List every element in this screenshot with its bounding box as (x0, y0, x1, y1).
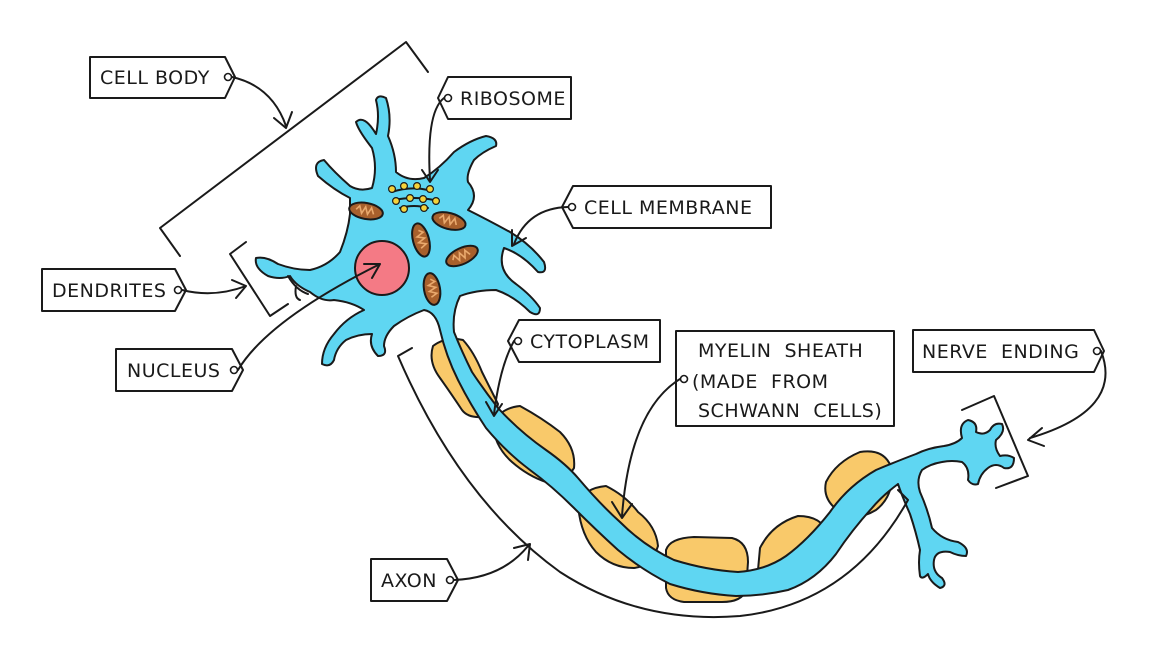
cell-membrane-arrow (511, 206, 569, 247)
label-ribosome: RIBOSOME (437, 76, 572, 120)
ribosome-dot (392, 197, 401, 206)
ribosome-dot (419, 195, 428, 204)
myelin-text-line3: SCHWANN CELLS) (698, 400, 882, 422)
axon-bracket (397, 347, 909, 619)
nucleus-arrow (237, 263, 381, 371)
nerve-ending-arrow (1027, 350, 1107, 447)
cell-body-arrow (231, 76, 293, 129)
ribosome-dot (420, 204, 429, 213)
nerve-ending-bracket (961, 395, 1029, 489)
ribosome-dot (406, 194, 415, 203)
ribosome-text: RIBOSOME (460, 88, 566, 110)
cytoplasm-arrow (485, 340, 515, 417)
axon-text: AXON (381, 570, 437, 592)
myelin-text-line1: MYELIN SHEATH (698, 340, 863, 362)
cell-body-text: CELL BODY (100, 67, 210, 89)
mitochondrion (411, 222, 431, 258)
ribosomes (388, 182, 441, 214)
label-nerve-ending: NERVE ENDING (912, 329, 1105, 373)
dendrite-detail (287, 275, 309, 301)
label-myelin-sheath: MYELIN SHEATH (MADE FROM SCHWANN CELLS) (675, 330, 895, 427)
mitochondrion (422, 272, 442, 306)
label-axon: AXON (370, 558, 459, 602)
mitochondrion (445, 244, 479, 268)
nerve-ending-text: NERVE ENDING (922, 341, 1079, 363)
cell-body-bracket (159, 41, 429, 257)
mitochondria (348, 201, 479, 306)
ribosome-dot (413, 182, 422, 191)
label-nucleus: NUCLEUS (115, 348, 244, 392)
cell-membrane-text: CELL MEMBRANE (584, 197, 752, 219)
label-cytoplasm: CYTOPLASM (507, 319, 661, 363)
nucleus-text: NUCLEUS (127, 360, 220, 382)
nucleus (354, 240, 410, 296)
ribosome-dot (400, 205, 409, 214)
ribosome-dot (432, 197, 441, 206)
mitochondrion (431, 211, 467, 231)
dendrites-text: DENDRITES (52, 280, 166, 302)
ribosome-dot (388, 185, 397, 194)
label-cell-body: CELL BODY (89, 56, 236, 99)
dendrites-arrow (181, 279, 247, 299)
myelin-arrow (611, 378, 681, 519)
axon-arrow (453, 543, 531, 581)
label-dendrites: DENDRITES (41, 268, 187, 312)
myelin-text-line2: (MADE FROM (692, 371, 829, 393)
cytoplasm-text: CYTOPLASM (530, 331, 650, 353)
mitochondrion (348, 201, 384, 221)
ribosome-dot (400, 182, 409, 191)
label-cell-membrane: CELL MEMBRANE (561, 185, 772, 229)
ribosome-arrow (421, 97, 445, 183)
dendrites-bracket (229, 241, 289, 317)
ribosome-dot (426, 185, 435, 194)
